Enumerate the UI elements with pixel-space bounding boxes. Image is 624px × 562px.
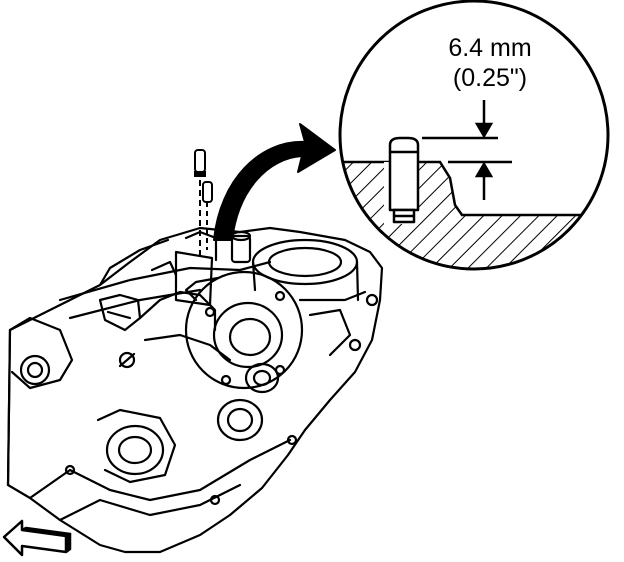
measurement-mm-label: 6.4 mm (448, 34, 531, 62)
detail-callout: 6.4 mm (0.25") (338, 0, 610, 271)
dimension-marks (422, 100, 512, 200)
front-direction-arrow-icon (2, 519, 72, 557)
callout-curved-arrow-icon (213, 123, 336, 241)
pin-detail (388, 136, 420, 224)
housing-drawing (6, 226, 384, 554)
housing-outline (6, 226, 384, 554)
pin-installation (194, 149, 213, 258)
measurement-in-label: (0.25") (453, 64, 527, 92)
guide-pin (194, 149, 206, 173)
